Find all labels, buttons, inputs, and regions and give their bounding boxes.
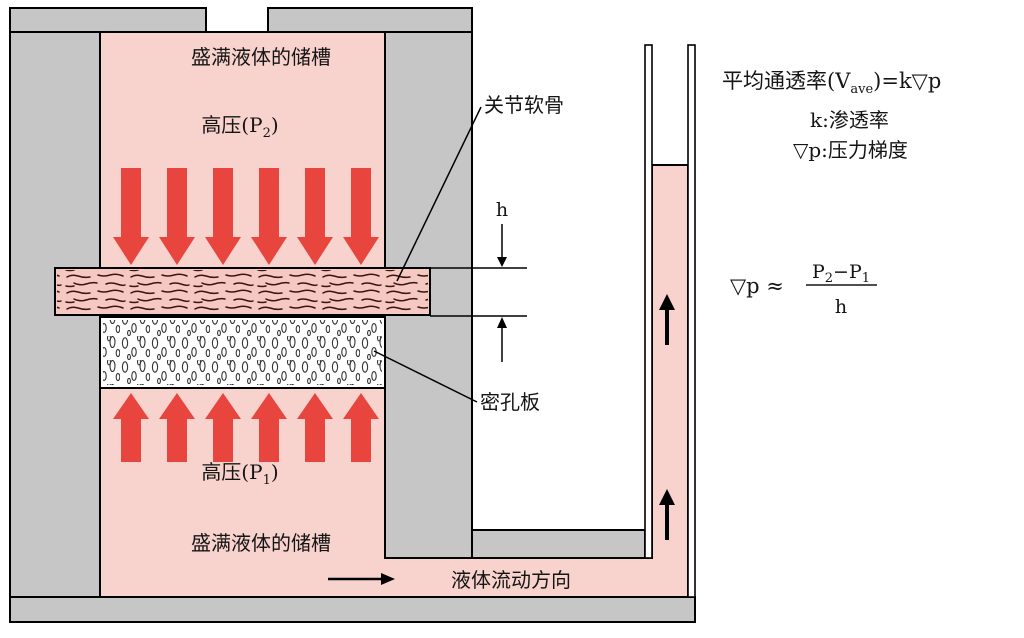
flow-arrow-head <box>381 573 395 585</box>
base-plate <box>9 596 696 623</box>
cartilage-texture <box>57 270 428 313</box>
reservoir-bottom-label: 盛满液体的储槽 <box>191 531 331 555</box>
flow-arrow <box>328 573 395 585</box>
porous-texture <box>103 320 382 385</box>
p1-label: 高压(P1) <box>201 460 278 488</box>
h-label: h <box>496 199 508 221</box>
formula-average-permeability: 平均通透率(Vave)=k▽p <box>722 69 941 97</box>
cartilage-leader-line <box>396 106 482 282</box>
fraction-lhs: ▽p ≈ <box>730 274 784 298</box>
formula-gradient-definition: ▽p:压力梯度 <box>793 138 908 162</box>
fraction-numerator: P2−P1 <box>812 261 870 286</box>
standpipe-arrow-head <box>659 489 675 505</box>
flow-direction-label: 液体流动方向 <box>451 568 571 592</box>
porous-plate-label: 密孔板 <box>480 390 540 414</box>
dimension-arrow-up-head <box>497 317 507 328</box>
dimension-arrow-down-head <box>497 257 507 267</box>
standpipe-left-wall <box>644 44 653 559</box>
standpipe-arrow-head <box>659 294 675 310</box>
top-right-cap <box>267 7 473 33</box>
porous-leader-line <box>373 350 478 403</box>
standpipe-right-wall <box>687 44 696 598</box>
cartilage-plate <box>54 267 431 316</box>
reservoir-top-label: 盛满液体的储槽 <box>191 45 331 69</box>
porous-plate <box>99 316 386 389</box>
h-dimension <box>430 224 527 362</box>
formula-k-definition: k:渗透率 <box>810 108 889 132</box>
fraction-denominator: h <box>835 296 847 318</box>
p2-label: 高压(P2) <box>201 113 278 141</box>
cartilage-label: 关节软骨 <box>484 93 564 117</box>
top-left-cap <box>9 7 207 33</box>
formula-gradient-fraction: ▽p ≈ P2−P1 h <box>730 261 877 318</box>
channel-top-bar <box>471 529 646 559</box>
standpipe-flow-arrows <box>659 294 675 540</box>
